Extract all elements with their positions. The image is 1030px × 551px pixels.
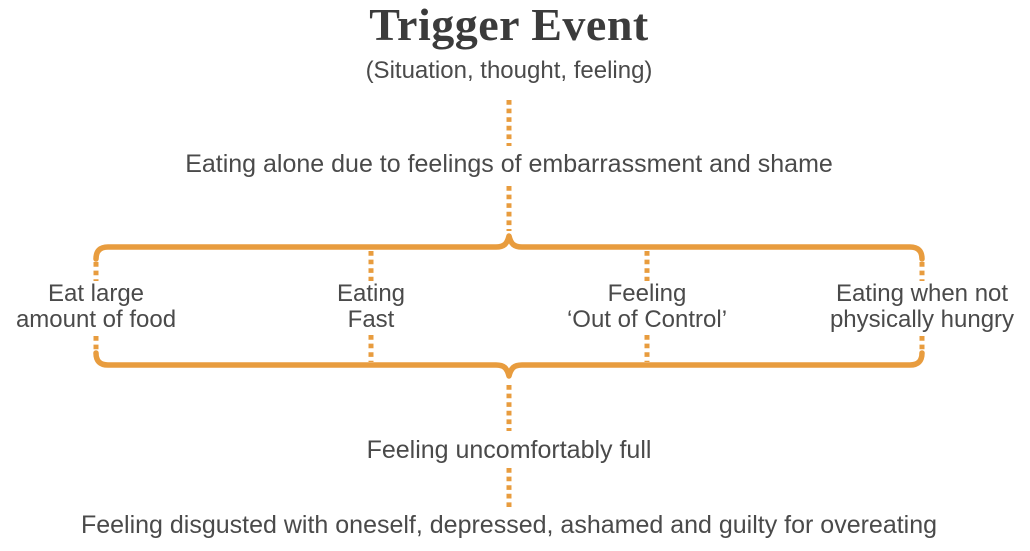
- diagram-title: Trigger Event: [369, 0, 649, 50]
- behavior-line: physically hungry: [829, 305, 1015, 333]
- behavior-line: Feeling: [607, 280, 687, 307]
- behavior-line: Eat large: [47, 280, 145, 307]
- behavior-line: Fast: [347, 305, 395, 333]
- top-brace: [93, 233, 925, 262]
- behavior-line: amount of food: [15, 305, 177, 333]
- behavior-item-eating-fast: Eating Fast: [251, 281, 491, 332]
- trigger-description: Eating alone due to feelings of embarras…: [185, 150, 833, 178]
- bottom-brace: [93, 350, 925, 379]
- behavior-item-out-of-control: Feeling ‘Out of Control’: [527, 281, 767, 332]
- behavior-item-not-hungry: Eating when not physically hungry: [802, 281, 1030, 332]
- behavior-line: Eating when not: [835, 280, 1009, 307]
- behavior-line: ‘Out of Control’: [566, 305, 728, 333]
- consequence-uncomfortably-full: Feeling uncomfortably full: [366, 436, 652, 464]
- diagram-subtitle: (Situation, thought, feeling): [365, 57, 653, 84]
- behavior-line: Eating: [336, 280, 406, 307]
- behavior-item-eat-large: Eat large amount of food: [0, 281, 216, 332]
- consequence-negative-emotions: Feeling disgusted with oneself, depresse…: [80, 511, 938, 539]
